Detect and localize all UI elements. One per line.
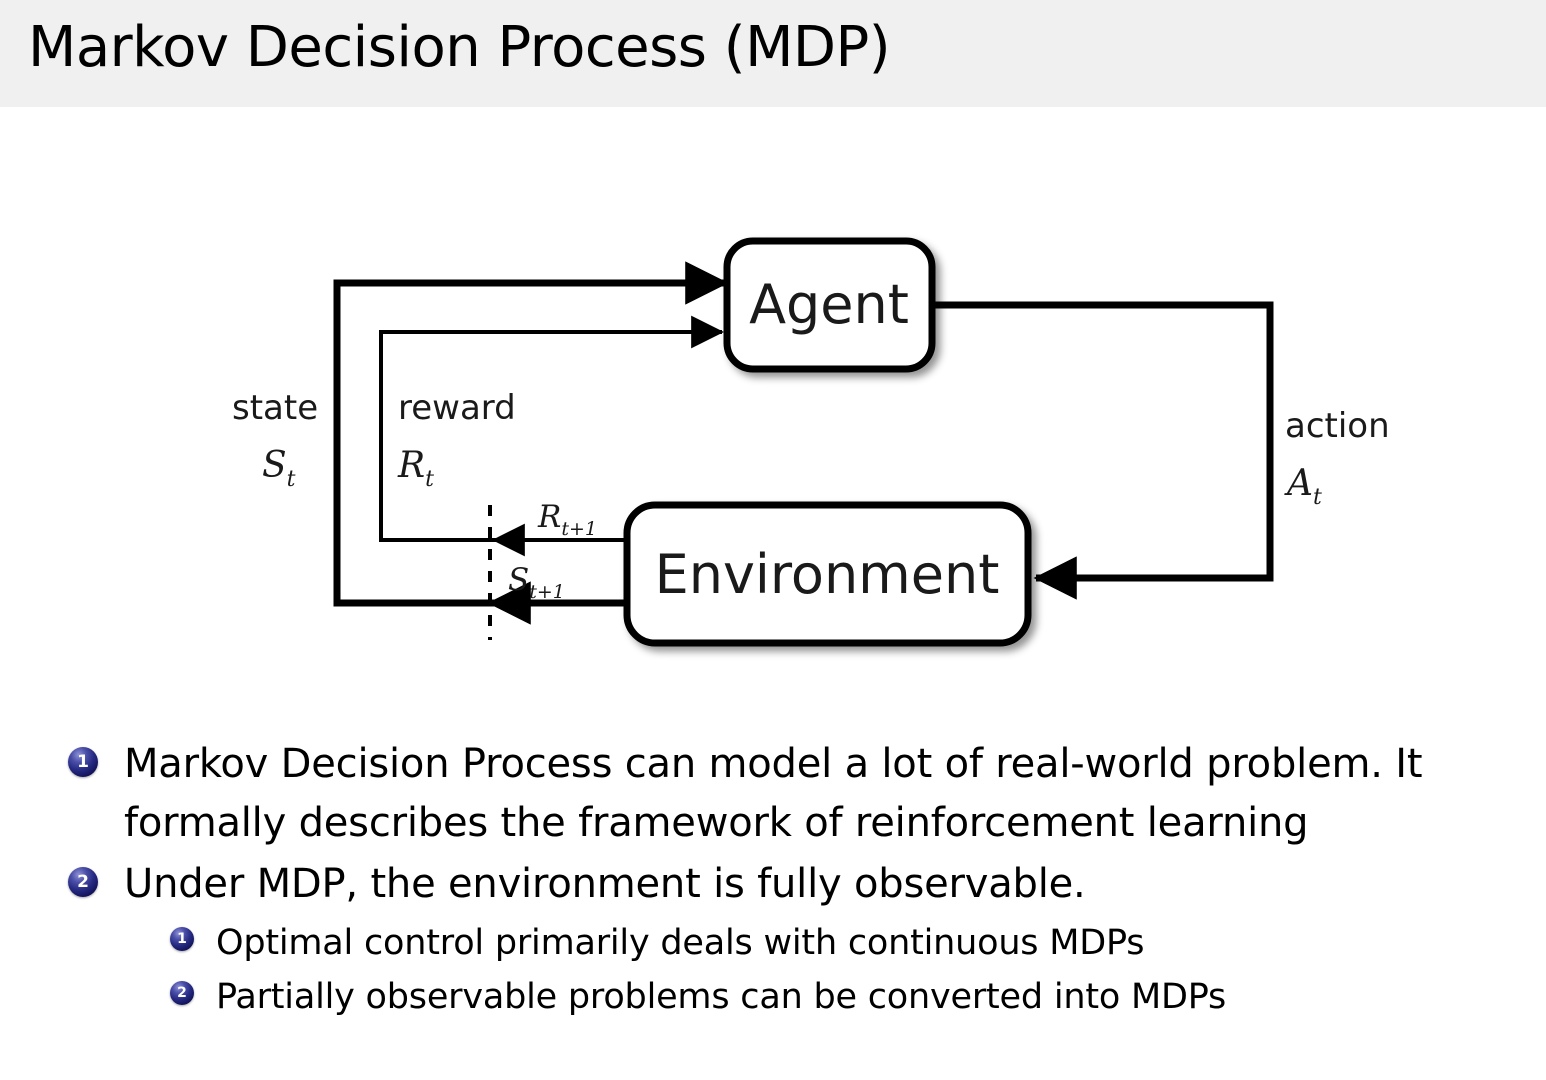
sub-list-item-line: Optimal control primarily deals with con…: [216, 923, 1145, 963]
sub-list-item-line: Partially observable problems can be con…: [216, 977, 1227, 1017]
bullet-marker-1: 1: [68, 747, 98, 777]
reward-word-label: reward: [398, 388, 516, 428]
next-reward-symbol-subscript: t+1: [561, 518, 597, 540]
state-symbol-base: S: [262, 445, 287, 486]
list-item: 1 Markov Decision Process can model a lo…: [0, 735, 1546, 853]
sub-list-item-text: Partially observable problems can be con…: [216, 970, 1226, 1024]
list-item-line: formally describes the framework of rein…: [124, 800, 1309, 846]
action-path: [928, 301, 1274, 600]
action-symbol-subscript: t: [1313, 485, 1322, 510]
environment-node-label: Environment: [655, 543, 1000, 606]
bullet-list: 1 Markov Decision Process can model a lo…: [0, 735, 1546, 1024]
action-symbol-base: A: [1284, 463, 1313, 504]
page-title: Markov Decision Process (MDP): [28, 15, 891, 80]
list-item-line: Markov Decision Process can model a lot …: [124, 741, 1423, 787]
list-item: 2 Under MDP, the environment is fully ob…: [0, 855, 1546, 914]
reward-symbol-subscript: t: [425, 467, 434, 492]
environment-node: Environment: [623, 501, 1032, 647]
agent-node-label: Agent: [749, 273, 909, 336]
state-word-label: state: [232, 388, 318, 428]
list-item-text: Markov Decision Process can model a lot …: [124, 735, 1423, 853]
state-symbol-label: St: [262, 445, 296, 492]
reward-label-group: reward Rt: [397, 388, 516, 492]
agent-node: Agent: [723, 237, 936, 373]
state-symbol-subscript: t: [287, 467, 296, 492]
action-symbol-label: At: [1284, 463, 1322, 510]
next-reward-symbol-label: Rt+1: [537, 499, 597, 540]
sub-bullet-marker-2: 2: [170, 981, 194, 1005]
list-item-line: Under MDP, the environment is fully obse…: [124, 861, 1086, 907]
bullet-marker-2: 2: [68, 867, 98, 897]
sub-list-item: 1 Optimal control primarily deals with c…: [0, 916, 1546, 970]
sub-list-item: 2 Partially observable problems can be c…: [0, 970, 1546, 1024]
state-label-group: state St: [232, 388, 318, 492]
mdp-agent-environment-diagram: Agent Environment state St reward Rt act…: [0, 107, 1546, 707]
reward-symbol-base: R: [397, 445, 425, 486]
reward-symbol-label: Rt: [397, 445, 434, 492]
next-state-symbol-subscript: t+1: [529, 581, 565, 603]
next-state-symbol-base: S: [508, 562, 529, 598]
sub-list-item-text: Optimal control primarily deals with con…: [216, 916, 1145, 970]
next-state-symbol-label: St+1: [508, 562, 565, 603]
action-label-group: action At: [1284, 406, 1390, 510]
list-item-text: Under MDP, the environment is fully obse…: [124, 855, 1086, 914]
next-reward-symbol-base: R: [537, 499, 561, 535]
slide-header-bar: Markov Decision Process (MDP): [0, 0, 1546, 107]
action-word-label: action: [1285, 406, 1390, 446]
sub-bullet-marker-1: 1: [170, 927, 194, 951]
